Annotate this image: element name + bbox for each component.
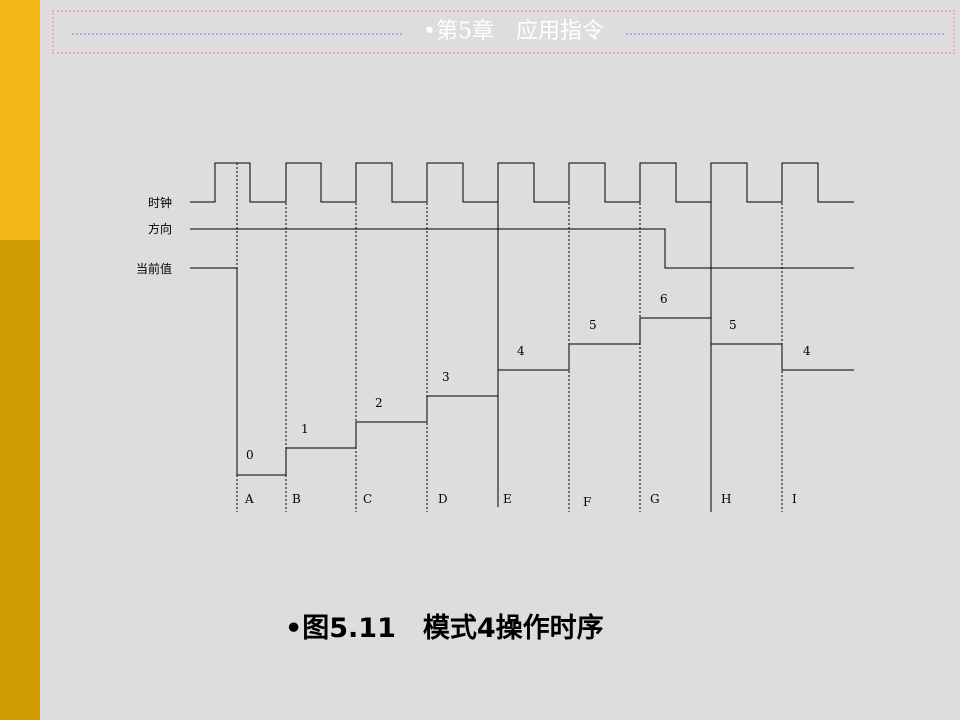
sidebar-accent-bottom [0,240,40,720]
point-label: C [363,492,372,506]
timing-markers-solid [497,163,712,512]
clock-waveform [190,162,854,203]
label-direction: 方向 [148,221,172,236]
value-label: 4 [517,344,525,358]
chapter-title: •第5章 应用指令 [423,19,604,44]
label-clock: 时钟 [148,195,172,210]
figure-caption: •图5.11 模式4操作时序 [285,613,604,644]
point-label: A [244,492,254,506]
timing-markers [236,163,783,512]
current-value-waveform [190,267,854,476]
point-label: I [792,492,797,506]
value-label: 4 [803,344,811,358]
point-label: G [650,492,660,506]
direction-waveform [190,228,854,269]
header-dotted-line-left [72,33,402,35]
value-label: 6 [660,292,668,306]
point-label: B [292,492,301,506]
point-label: H [721,492,731,506]
value-label: 0 [246,448,254,462]
sidebar-accent-top [0,0,40,240]
label-current-value: 当前值 [136,261,172,276]
slide-header: •第5章 应用指令 [52,10,955,54]
point-label: E [503,492,512,506]
value-label: 3 [442,370,450,384]
value-label: 1 [301,422,309,436]
point-label: D [438,492,448,506]
value-label: 5 [729,318,737,332]
value-label: 2 [375,396,383,410]
header-dotted-line-right [626,33,944,35]
value-label: 5 [589,318,597,332]
point-label: F [583,495,591,509]
